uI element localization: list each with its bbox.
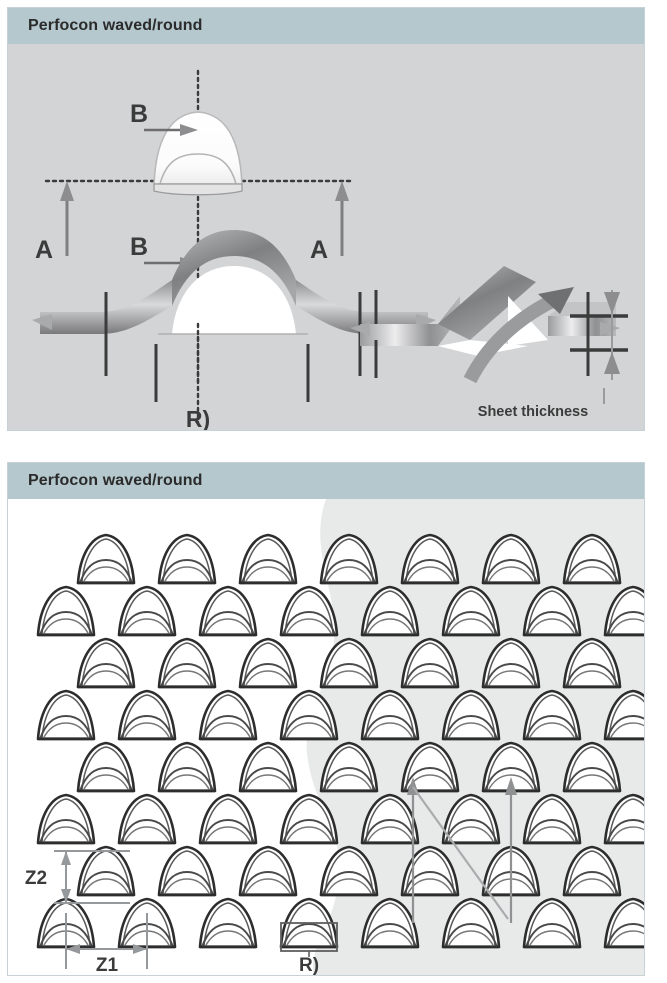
label-sheet-thickness: Sheet thickness bbox=[478, 404, 588, 420]
label-radius-section: R) bbox=[186, 406, 210, 430]
section-arrow-a-right bbox=[335, 181, 349, 256]
panel-perfocon-sections: Perfocon waved/round bbox=[7, 7, 645, 431]
section-arrow-b-top bbox=[144, 124, 198, 136]
pattern-pitch-arrows bbox=[407, 777, 517, 923]
label-radius-pattern: R) bbox=[299, 955, 319, 975]
label-a-right: A bbox=[310, 236, 328, 264]
panel-top-header: Perfocon waved/round bbox=[8, 8, 644, 44]
panel-bottom-body: Z2 Z1 R) bbox=[8, 499, 644, 975]
dome-plan-inner-arc bbox=[159, 153, 237, 185]
dome-plan-base bbox=[153, 183, 243, 196]
page-title-pattern: Perfocon waved/round bbox=[28, 472, 203, 489]
dimension-z1 bbox=[65, 913, 148, 969]
dome-plan-outline bbox=[153, 111, 243, 185]
radius-callout-box bbox=[280, 922, 338, 957]
section-view-b-b bbox=[350, 266, 628, 404]
perforation-pattern-drawing: Z2 Z1 R) bbox=[25, 499, 644, 975]
dimension-z2 bbox=[54, 850, 130, 904]
section-arrow-a-left bbox=[60, 181, 74, 256]
label-b-bottom: B bbox=[130, 233, 148, 261]
section-view-a-a bbox=[32, 230, 436, 426]
panel-bottom-header: Perfocon waved/round bbox=[8, 463, 644, 499]
top-section-drawing: B B A A bbox=[32, 69, 628, 430]
page-title: Perfocon waved/round bbox=[28, 17, 203, 34]
label-z2: Z2 bbox=[25, 868, 47, 889]
panel-top-body: B B A A bbox=[8, 44, 644, 430]
label-b-top: B bbox=[130, 100, 148, 128]
label-z1: Z1 bbox=[96, 955, 119, 975]
label-a-left: A bbox=[35, 236, 53, 264]
panel-perfocon-pattern: Perfocon waved/round bbox=[7, 462, 645, 976]
